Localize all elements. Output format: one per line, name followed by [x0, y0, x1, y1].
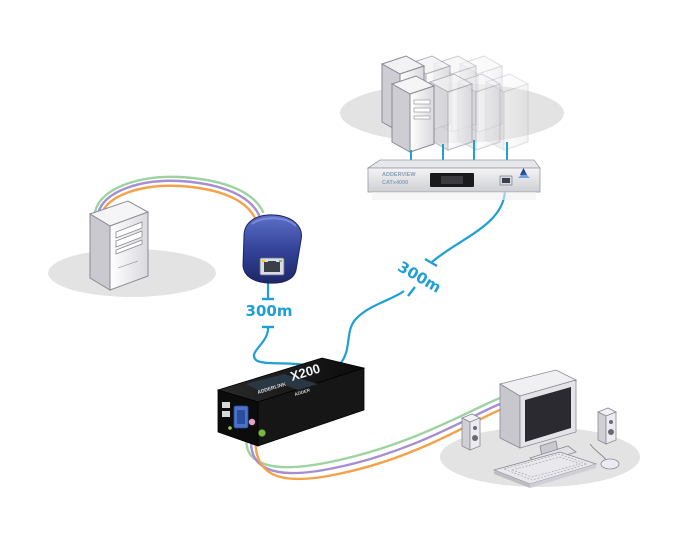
distance-label-right: 300m [395, 258, 445, 297]
rj45-port-icon [499, 175, 513, 186]
speaker-icon [461, 413, 481, 451]
adder-logo-icon [518, 168, 530, 178]
rj45-port-icon [259, 257, 285, 276]
kvm-switch: ADDERVIEW CATx4000 [366, 159, 541, 200]
keyboard-icon [492, 451, 598, 488]
audio-jack-pink-icon [248, 418, 256, 426]
server-tower-icon [428, 73, 474, 151]
extender-brand-text: ADDER [294, 387, 311, 397]
audio-jack-green-icon [258, 429, 266, 437]
server-tower-icon [88, 200, 150, 291]
server-group [380, 55, 530, 153]
vga-port-icon [233, 405, 249, 429]
kvm-cable-left [93, 175, 265, 220]
speaker-icon [597, 407, 617, 445]
usb-port-icon [222, 402, 230, 408]
usb-port-icon [222, 411, 230, 417]
workstation [461, 369, 620, 488]
cat-cable-switch-to-extender [339, 189, 507, 365]
indicator-led [228, 426, 232, 430]
distance-label-left: 300m [246, 302, 293, 320]
mouse-icon [589, 443, 620, 470]
switch-model-text: CATx4000 [382, 180, 408, 186]
switch-series-text: ADDERVIEW [382, 172, 416, 178]
server-tower-icon [390, 75, 436, 153]
x200-extender: X200 ADDERLINK ADDER [216, 357, 366, 447]
cat-adapter-dongle [242, 214, 302, 284]
